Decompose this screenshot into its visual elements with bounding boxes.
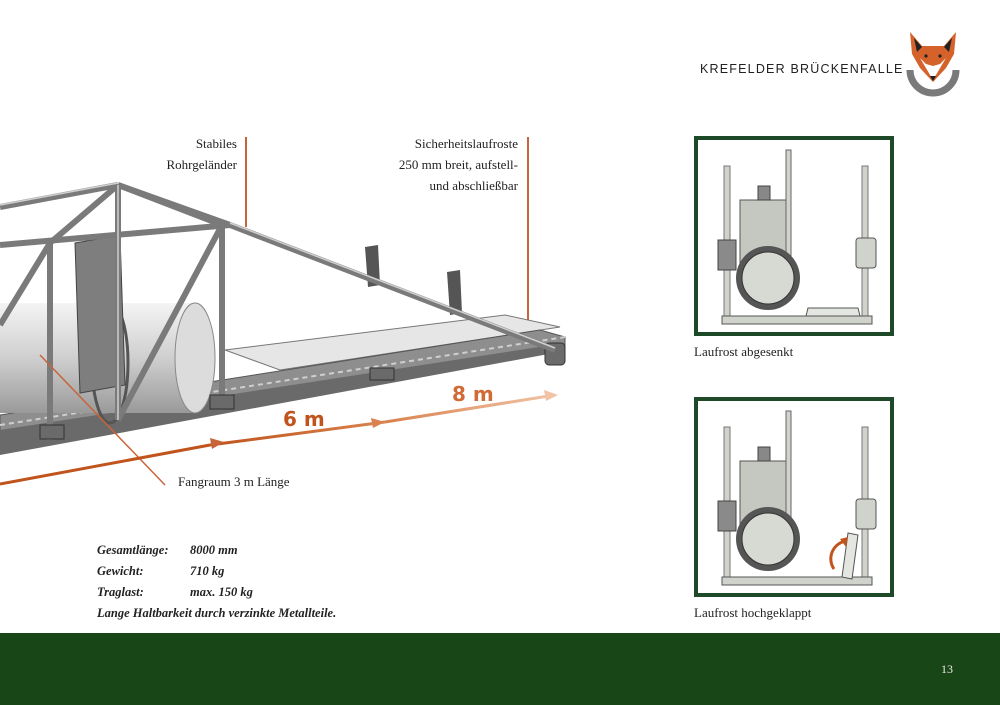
dimension-6m: 6 m	[283, 407, 325, 431]
spec-value: 8000 mm	[190, 543, 238, 557]
callout-catch-area: Fangraum 3 m Länge	[178, 474, 290, 489]
caption-lowered: Laufrost abgesenkt	[694, 344, 794, 359]
panel-lowered	[694, 136, 894, 336]
spec-block: Gesamtlänge: 8000 mm Gewicht: 710 kg Tra…	[97, 540, 336, 624]
leader-line	[245, 137, 247, 227]
callout-walkway: Sicherheitslaufroste 250 mm breit, aufst…	[330, 133, 518, 196]
caption-raised: Laufrost hochgeklappt	[694, 605, 812, 620]
walkway-raised-illustration	[717, 410, 877, 586]
spec-row: Traglast: max. 150 kg	[97, 582, 336, 603]
spec-value: max. 150 kg	[190, 585, 253, 599]
spec-value: 710 kg	[190, 564, 225, 578]
spec-label: Traglast:	[97, 585, 144, 599]
leader-line	[527, 137, 529, 330]
footer-bar: 13	[0, 633, 1000, 705]
panel-raised	[694, 397, 894, 597]
brand-name: KREFELDER BRÜCKENFALLE	[700, 62, 904, 76]
walkway-lowered-illustration	[717, 149, 877, 325]
fox-logo-icon	[906, 32, 960, 97]
spec-label: Gesamtlänge:	[97, 543, 169, 557]
bridge-trap-illustration	[0, 182, 566, 486]
spec-note: Lange Haltbarkeit durch verzinkte Metall…	[97, 606, 337, 620]
callout-line: und abschließbar	[429, 178, 518, 193]
callout-line: Rohrgeländer	[166, 157, 237, 172]
callout-line: Stabiles	[195, 136, 237, 151]
callout-railing: Stabiles Rohrgeländer	[120, 133, 237, 175]
callout-line: 250 mm breit, aufstell-	[398, 157, 518, 172]
spec-row: Gewicht: 710 kg	[97, 561, 336, 582]
dimension-8m: 8 m	[452, 382, 494, 406]
callout-line: Sicherheitslaufroste	[414, 136, 518, 151]
page-number: 13	[941, 662, 953, 676]
spec-label: Gewicht:	[97, 564, 144, 578]
spec-row: Gesamtlänge: 8000 mm	[97, 540, 336, 561]
